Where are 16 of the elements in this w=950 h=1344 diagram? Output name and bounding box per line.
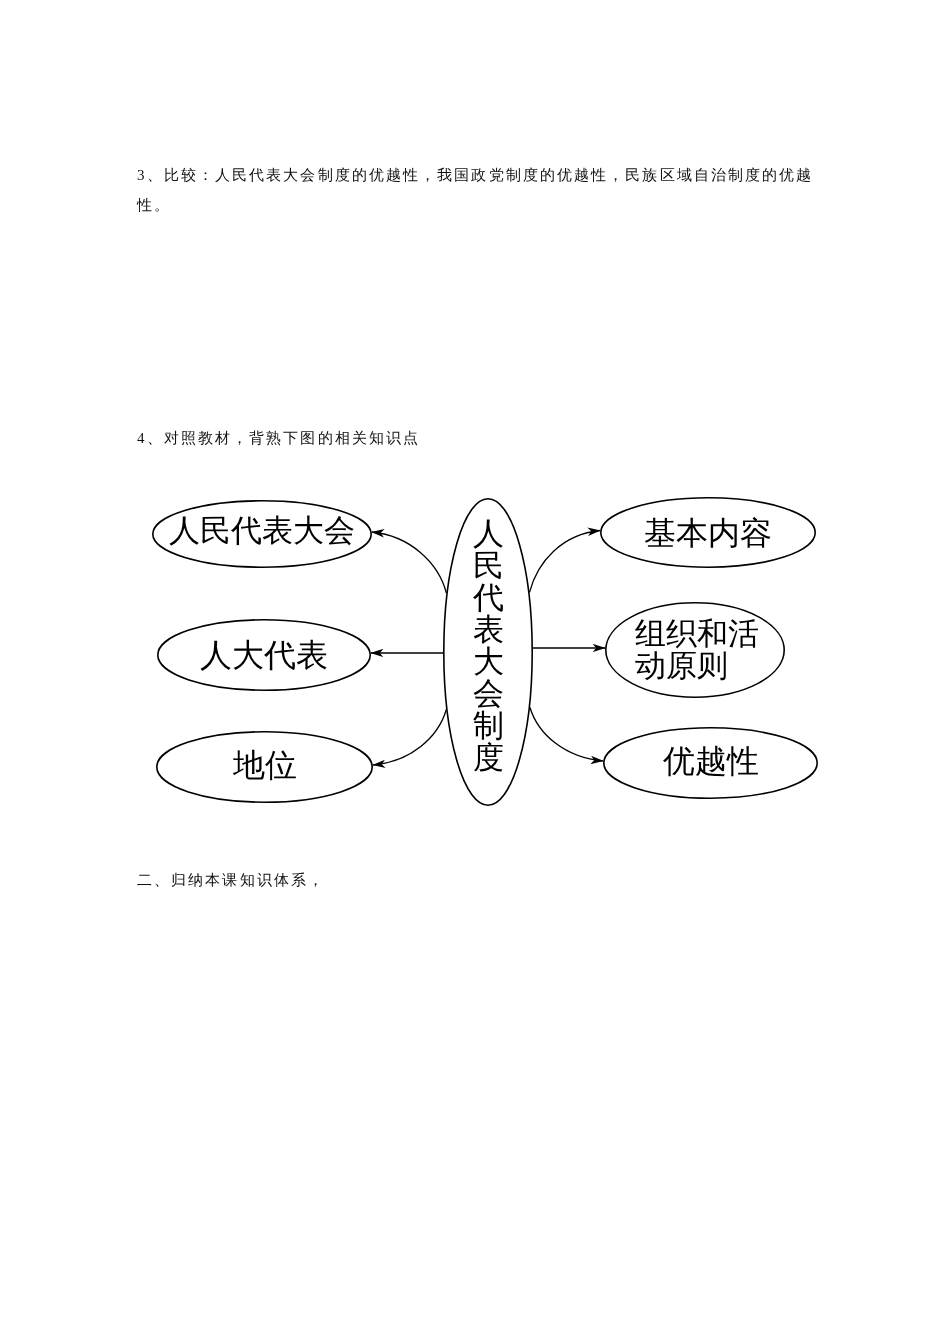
concept-ellipse: 组织和活动原则 <box>605 602 785 698</box>
question-text: 3、比较：人民代表大会制度的优越性，我国政党制度的优越性，民族区域自治制度的优越性。 <box>137 166 815 215</box>
section-heading: 二、归纳本课知识体系， <box>137 871 327 890</box>
concept-ellipse: 人民代表大会 <box>152 500 372 568</box>
arrow <box>372 708 447 768</box>
arrow <box>528 528 601 593</box>
instruction-text: 4、对照教材，背熟下图的相关知识点 <box>137 429 422 448</box>
arrow <box>370 648 444 658</box>
concept-ellipse: 基本内容 <box>600 497 816 568</box>
concept-ellipse: 人民代表大会制度 <box>443 498 533 806</box>
concept-ellipse: 优越性 <box>603 727 818 799</box>
concept-ellipse: 地位 <box>156 731 373 803</box>
arrow <box>529 706 604 764</box>
concept-ellipse: 人大代表 <box>157 619 371 691</box>
arrow <box>371 529 448 594</box>
arrow <box>532 643 606 653</box>
